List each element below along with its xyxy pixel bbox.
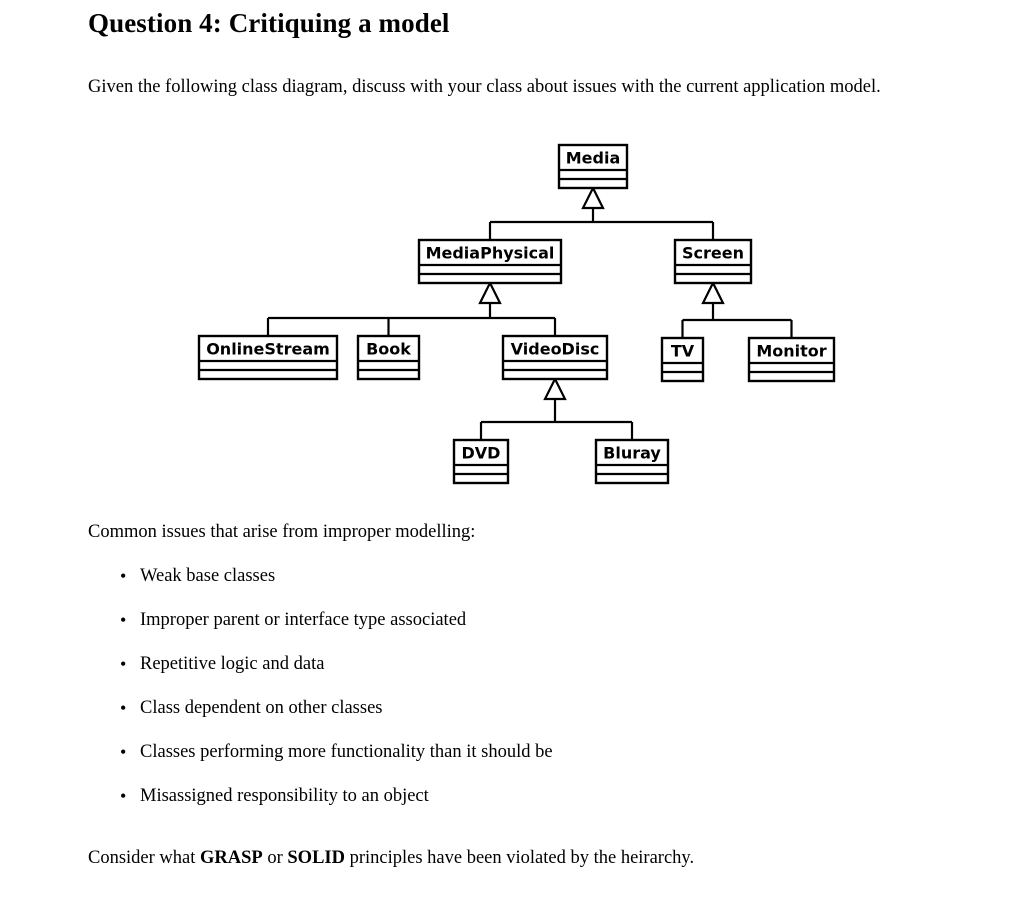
uml-class-name: Screen <box>682 244 744 263</box>
closing-bold-grasp: GRASP <box>200 848 263 868</box>
uml-class-name: Media <box>566 149 621 168</box>
generalization-mediaphysical <box>266 280 557 336</box>
uml-class-screen: Screen <box>673 238 753 285</box>
uml-class-name: Book <box>366 340 411 359</box>
uml-class-videodisc: VideoDisc <box>501 334 609 381</box>
generalization-screen <box>681 280 793 338</box>
list-item: • Weak base classes <box>112 565 912 609</box>
closing-text-part1: Consider what <box>88 848 201 868</box>
uml-class-onlinestream: OnlineStream <box>197 334 339 381</box>
list-item-label: Misassigned responsibility to an object <box>140 786 429 806</box>
list-item-label: Repetitive logic and data <box>140 654 325 674</box>
uml-class-name: Bluray <box>603 444 661 463</box>
uml-class-monitor: Monitor <box>747 336 836 383</box>
list-item: • Improper parent or interface type assoc… <box>112 609 912 653</box>
page-title: Question 4: Critiquing a model <box>88 8 450 38</box>
list-item: • Class dependent on other classes <box>112 697 912 741</box>
closing-paragraph: Consider what GRASP or SOLID principles … <box>88 845 694 871</box>
generalization-videodisc <box>479 376 634 440</box>
bullet-icon: • <box>120 742 127 762</box>
generalization-media <box>488 185 715 240</box>
closing-text-part2: or <box>262 848 288 868</box>
uml-class-name: Monitor <box>756 342 826 361</box>
list-item-label: Class dependent on other classes <box>140 698 383 718</box>
uml-class-name: VideoDisc <box>511 340 600 359</box>
uml-class-name: DVD <box>462 444 501 463</box>
list-item-label: Classes performing more functionality th… <box>140 742 553 762</box>
uml-class-tv: TV <box>660 336 705 383</box>
list-item-label: Weak base classes <box>140 566 276 586</box>
intro-paragraph: Given the following class diagram, discu… <box>88 77 881 97</box>
bullet-icon: • <box>120 566 127 586</box>
uml-class-dvd: DVD <box>452 438 510 485</box>
generalization-edges <box>266 185 793 440</box>
uml-class-name: OnlineStream <box>206 340 330 359</box>
common-issues-heading: Common issues that arise from improper m… <box>88 522 476 542</box>
uml-class-name: MediaPhysical <box>426 244 555 263</box>
uml-class-media: Media <box>557 143 629 190</box>
list-item: • Repetitive logic and data <box>112 653 912 697</box>
list-item: • Misassigned responsibility to an object <box>112 785 912 829</box>
uml-class-book: Book <box>356 334 421 381</box>
list-item: • Classes performing more functionality t… <box>112 741 912 785</box>
bullet-icon: • <box>120 786 127 806</box>
uml-class-mediaphysical: MediaPhysical <box>417 238 563 285</box>
closing-bold-solid: SOLID <box>287 848 345 868</box>
uml-class-name: TV <box>671 342 695 361</box>
bullet-icon: • <box>120 610 127 630</box>
bullet-icon: • <box>120 698 127 718</box>
closing-text-part3: principles have been violated by the hei… <box>344 848 695 868</box>
list-item-label: Improper parent or interface type associ… <box>140 610 467 630</box>
bullet-icon: • <box>120 654 127 674</box>
uml-class-bluray: Bluray <box>594 438 670 485</box>
issues-list: • Weak base classes • Improper parent or in… <box>112 565 912 829</box>
